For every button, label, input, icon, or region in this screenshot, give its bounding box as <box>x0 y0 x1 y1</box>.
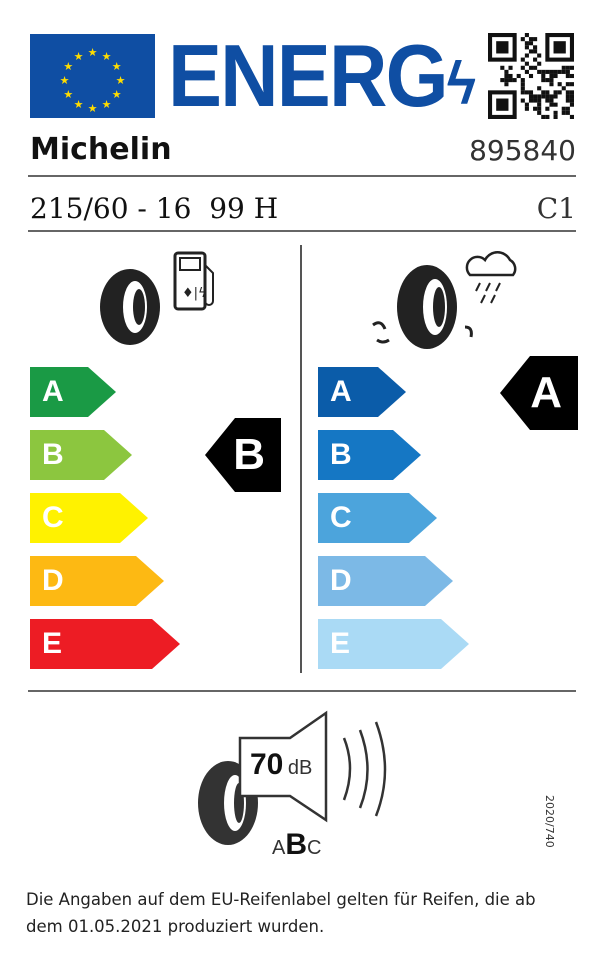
noise-icon <box>198 710 387 845</box>
tyre-class: C1 <box>536 192 576 225</box>
fuel-efficiency-class-c: C <box>30 493 148 543</box>
tyre-size: 215/60 - 16 99 H <box>30 192 279 225</box>
divider <box>28 175 576 177</box>
footer-line-2: dem 01.05.2021 produziert wurden. <box>26 917 325 936</box>
fuel-efficiency-rating: B <box>205 418 281 492</box>
wet-grip-class-c: C <box>318 493 437 543</box>
noise-class-c: C <box>307 837 322 859</box>
wet-grip-rating: A <box>500 356 578 430</box>
svg-text:♦|ϟ: ♦|ϟ <box>182 286 207 301</box>
star-icon: ★ <box>88 102 98 115</box>
star-icon: ★ <box>74 50 84 63</box>
footer-line-1: Die Angaben auf dem EU-Reifenlabel gelte… <box>26 890 536 909</box>
brand-name: Michelin <box>30 132 172 167</box>
noise-class: ABC <box>272 828 321 862</box>
star-icon: ★ <box>60 74 70 87</box>
regulation-number: 2020/740 <box>543 795 556 848</box>
vertical-divider <box>300 245 302 673</box>
star-icon: ★ <box>74 98 84 111</box>
wet-grip-class-b: B <box>318 430 421 480</box>
fuel-efficiency-class-a: A <box>30 367 116 417</box>
noise-value: 70 dB <box>250 748 312 782</box>
star-icon: ★ <box>116 74 126 87</box>
wet-grip-class-d: D <box>318 556 453 606</box>
energy-logo-text: ENERG <box>168 26 449 125</box>
article-number: 895840 <box>469 134 576 167</box>
noise-db-unit: dB <box>287 757 313 779</box>
noise-class-a: A <box>272 837 286 859</box>
qr-code-icon <box>488 33 574 119</box>
fuel-tyre-icon: ♦|ϟ <box>100 251 214 345</box>
fuel-efficiency-class-b: B <box>30 430 132 480</box>
lightning-icon: ϟ <box>446 50 476 117</box>
noise-db-value: 70 <box>250 748 284 781</box>
star-icon: ★ <box>102 98 112 111</box>
wet-grip-class-a: A <box>318 367 406 417</box>
eu-flag: ★★★★★★★★★★★★ <box>30 34 155 118</box>
energy-logo: ENERGϟ <box>168 26 476 125</box>
fuel-efficiency-class-e: E <box>30 619 180 669</box>
fuel-efficiency-class-d: D <box>30 556 164 606</box>
star-icon: ★ <box>112 88 122 101</box>
star-icon: ★ <box>63 88 73 101</box>
noise-class-b: B <box>285 828 308 861</box>
star-icon: ★ <box>112 60 122 73</box>
star-icon: ★ <box>102 50 112 63</box>
divider <box>28 690 576 692</box>
footer-note: Die Angaben auf dem EU-Reifenlabel gelte… <box>26 886 586 940</box>
star-icon: ★ <box>88 46 98 59</box>
star-icon: ★ <box>63 60 73 73</box>
divider <box>28 230 576 232</box>
wet-grip-tyre-icon <box>372 251 517 349</box>
wet-grip-class-e: E <box>318 619 469 669</box>
